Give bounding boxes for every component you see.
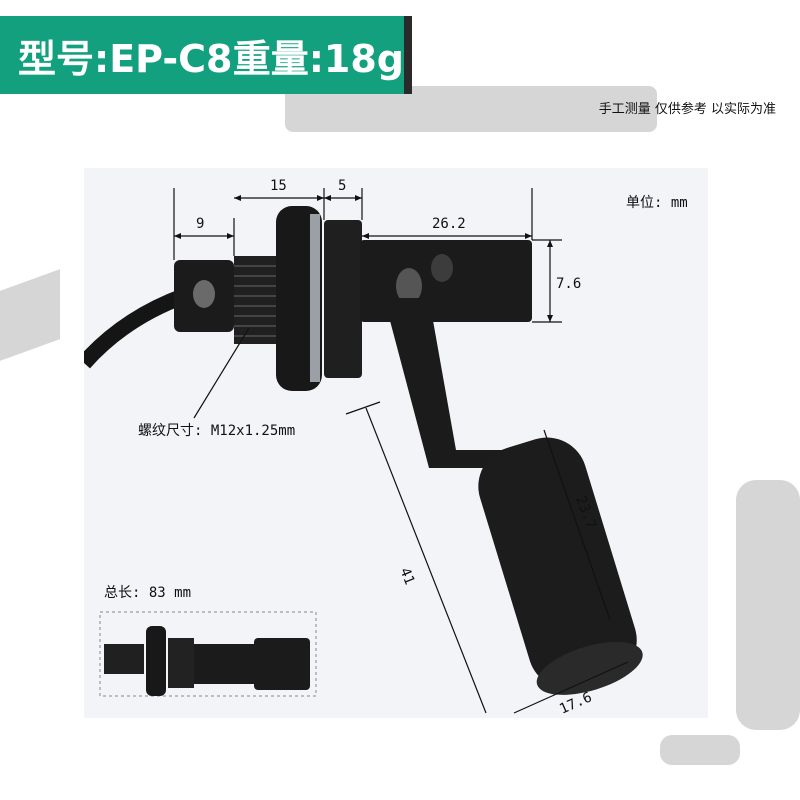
thread-spec-label: 螺纹尺寸: M12x1.25mm <box>138 423 296 439</box>
inset-frame <box>99 611 317 697</box>
dim-9: 9 <box>196 216 204 232</box>
weight-label: 重量:18g <box>232 36 404 81</box>
background-product-ghost-left <box>0 269 60 361</box>
title-banner: 型号:EP-C8 重量:18g <box>0 16 412 94</box>
inset-body <box>104 644 144 674</box>
float-cylinder <box>478 437 637 689</box>
pivot-pin <box>431 254 453 282</box>
product-drawing: 9 15 5 26.2 7.6 41 23.7 17.6 <box>78 178 643 718</box>
dim-26-2: 26.2 <box>432 216 466 232</box>
inset-nut <box>168 638 194 688</box>
unit-label: 单位: mm <box>626 195 688 211</box>
background-product-ghost-right <box>736 480 800 730</box>
thread <box>234 256 276 344</box>
dim-7-6: 7.6 <box>556 276 581 292</box>
measurement-disclaimer: 手工测量 仅供参考 以实际为准 <box>598 102 776 117</box>
float-arm <box>384 298 504 468</box>
dim-41: 41 <box>396 566 417 588</box>
total-length-label: 总长: 83 mm <box>104 585 192 601</box>
float-cylinder-end <box>536 641 643 695</box>
pivot-hole <box>396 268 422 304</box>
washer <box>310 214 320 382</box>
cable <box>78 288 187 369</box>
inset-float <box>254 638 310 690</box>
model-label: 型号:EP-C8 <box>18 36 233 81</box>
product-diagram-panel: 9 15 5 26.2 7.6 41 23.7 17.6 单位: mm 螺纹尺寸… <box>78 168 708 718</box>
dim-5: 5 <box>338 178 346 194</box>
inset-flange <box>146 626 166 696</box>
inset-arm <box>194 644 254 684</box>
dim-15: 15 <box>270 178 287 194</box>
background-product-ghost-bottom <box>660 735 740 765</box>
hex-nut <box>324 220 362 378</box>
sensor-hole <box>193 280 215 308</box>
